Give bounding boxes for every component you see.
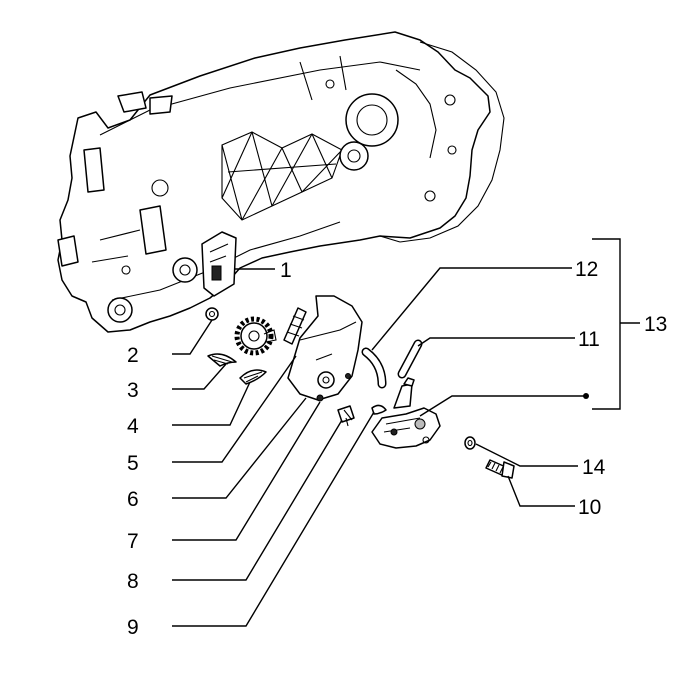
leader-2 [172,319,213,355]
pump-cover [287,295,363,402]
callout-13: 13 [644,313,667,336]
leader-9 [172,411,375,627]
callout-8: 8 [127,570,139,593]
tube-part-11 [397,339,423,379]
hose-part-12 [361,347,387,389]
leader-5 [172,355,297,463]
callout-11: 11 [578,328,600,351]
washer-part-14 [464,436,476,450]
bolt-part-10 [485,459,515,479]
leader-6 [172,397,307,499]
crankcase-housing [57,31,505,333]
ribbed-bar [283,307,307,345]
leader-4 [172,381,251,426]
leader-14 [475,443,578,467]
callout-7: 7 [127,530,139,553]
leader-8 [172,419,343,581]
leader-7 [172,401,321,541]
callout-labels: 1 2 3 4 5 6 7 8 9 10 11 12 13 14 [127,258,667,639]
washer-part-2 [205,307,219,321]
callout-2: 2 [127,344,139,367]
callout-9: 9 [127,616,139,639]
callout-1: 1 [280,259,292,282]
pump-gear [234,316,277,356]
callout-14: 14 [582,456,606,479]
callout-4: 4 [127,415,139,438]
shim-part-4 [239,369,267,385]
leader-13-pointer [419,395,586,417]
leader-3 [172,363,227,390]
clip-part [371,404,387,415]
leader-12 [371,267,572,351]
callout-12: 12 [575,258,598,281]
leader-11 [417,337,575,347]
oil-pump-body [371,377,441,449]
callout-10: 10 [578,496,601,519]
leader-10 [507,475,575,507]
shim-part-3 [207,353,237,367]
callout-3: 3 [127,379,139,402]
callout-6: 6 [127,488,139,511]
leader-13-dot [583,393,589,399]
leader-lines [172,238,640,627]
cover-bolt [337,405,355,427]
group-bracket-13 [592,238,621,410]
callout-5: 5 [127,452,139,475]
